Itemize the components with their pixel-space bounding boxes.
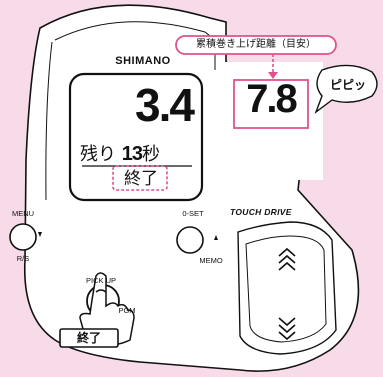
zero-set-label: 0-SET: [182, 209, 204, 218]
wind-up-icon[interactable]: [278, 247, 296, 271]
menu-button-label: MENU: [11, 209, 35, 218]
menu-button[interactable]: [9, 223, 37, 251]
finger-label-box: [59, 328, 119, 348]
brand-logo: SHIMANO: [115, 55, 171, 67]
model-logo: TOUCH DRIVE: [230, 207, 292, 217]
pick-up-label: PICK UP: [85, 276, 116, 285]
memo-label: MEMO: [199, 256, 223, 265]
zero-set-button[interactable]: [176, 226, 204, 254]
finger-end-label: 終了: [76, 331, 101, 345]
beep-sound-text: ピピッ: [329, 78, 366, 92]
wind-down-icon[interactable]: [278, 317, 296, 341]
countdown-prefix: 残り: [80, 144, 116, 165]
callout-value: 7.8: [246, 77, 298, 121]
countdown-value: 13: [121, 143, 143, 165]
display-end-label: 終了: [124, 169, 158, 189]
callout-title: 累積巻き上げ距離（目安）: [196, 39, 316, 50]
finger-icon: [79, 272, 135, 346]
jog-panel: [237, 221, 337, 355]
beep-bubble: [314, 64, 378, 114]
lcd-screen: [68, 72, 204, 202]
display-countdown: 残り 13秒: [80, 140, 198, 166]
end-highlight-box: [112, 165, 168, 191]
rs-button-label: R/S: [16, 254, 30, 263]
countdown-unit: 秒: [141, 144, 160, 165]
display-distance: 3.4: [135, 79, 195, 131]
pgm-label: PGM: [118, 306, 136, 315]
callout-title-pill: [175, 35, 337, 55]
callout-value-box: [233, 79, 309, 129]
